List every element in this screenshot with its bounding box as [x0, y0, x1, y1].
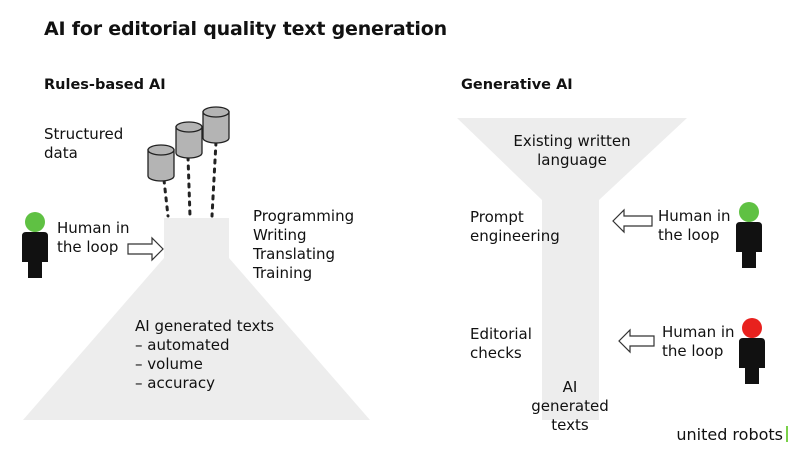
arrow-right-icon — [127, 236, 164, 262]
outputs-list: AI generated texts– automated – volume– … — [135, 317, 275, 392]
person-icon — [739, 318, 765, 384]
rules-pyramid-shape — [23, 218, 370, 420]
arrow-left-icon — [612, 208, 653, 234]
generative-heading: Generative AI — [461, 77, 573, 93]
data-connectors — [162, 140, 218, 218]
arrow-left-icon — [618, 328, 655, 354]
person-icon — [22, 212, 48, 278]
logo-accent-bar — [786, 426, 788, 442]
rules-heading: Rules-based AI — [44, 77, 166, 93]
person-icon — [736, 202, 762, 268]
generative-funnel-shape — [457, 118, 687, 420]
database-icon — [147, 106, 230, 182]
brand-logo: united robots — [676, 425, 788, 444]
page-title: AI for editorial quality text generation — [44, 18, 447, 40]
